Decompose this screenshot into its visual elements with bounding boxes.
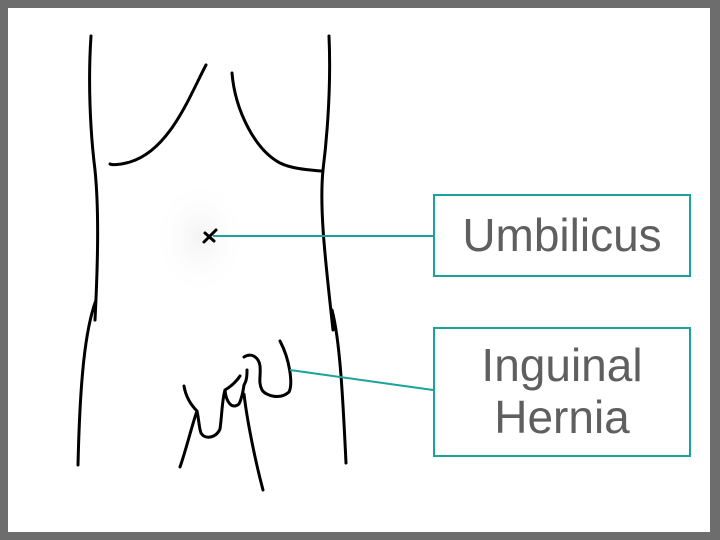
torso-right-outline	[320, 34, 348, 465]
hernia-leader-line	[289, 369, 434, 391]
rib-left	[108, 63, 208, 167]
hernia-label-line-2: Hernia	[494, 391, 630, 443]
torso-left-outline	[76, 34, 100, 467]
umbilicus-label-text: Umbilicus	[462, 208, 662, 261]
genitals	[178, 368, 265, 492]
hernia-bulge	[242, 339, 293, 398]
hernia-label-line-1: Inguinal	[481, 339, 643, 392]
rib-right	[230, 71, 323, 173]
umbilicus-mark	[202, 228, 218, 244]
inguinal-hernia-label: Inguinal Hernia	[433, 327, 691, 457]
umbilicus-shading	[152, 178, 248, 298]
umbilicus-label: Umbilicus	[433, 194, 691, 277]
